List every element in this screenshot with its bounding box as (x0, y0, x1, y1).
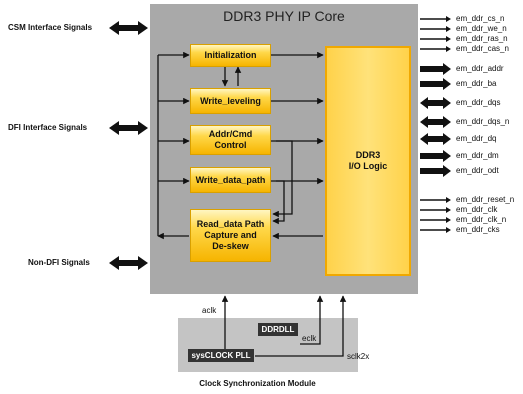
signal-arrow-em-ddr-cs-n (420, 16, 451, 22)
signal-label-em-ddr-odt: em_ddr_odt (456, 166, 499, 175)
signal-arrow-em-ddr-odt (420, 165, 451, 177)
signal-arrow-em-ddr-dm (420, 150, 451, 162)
signal-arrow-em-ddr-reset-n (420, 197, 451, 203)
dfi-interface-label: DFI Interface Signals (8, 123, 88, 132)
clock-sync-module-caption: Clock Synchronization Module (199, 379, 316, 388)
aclk-label: aclk (202, 306, 217, 315)
signal-arrow-em-ddr-ba (420, 78, 451, 90)
signal-arrow-em-ddr-dq (420, 133, 451, 145)
ddr3-io-logic-block: DDR3 I/O Logic (325, 46, 411, 276)
init-wl-link (221, 66, 242, 87)
signal-arrows (420, 16, 451, 233)
signal-arrow-em-ddr-cks (420, 227, 451, 233)
signal-label-em-ddr-cks: em_ddr_cks (456, 225, 500, 234)
signal-arrow-em-ddr-ras-n (420, 36, 451, 42)
phy-core-title: DDR3 PHY IP Core (223, 8, 345, 24)
signal-arrow-em-ddr-we-n (420, 26, 451, 32)
ddr3-io-logic-label: DDR3 I/O Logic (348, 150, 388, 171)
signal-arrow-em-ddr-clk (420, 207, 451, 213)
signal-label-em-ddr-ras-n: em_ddr_ras_n (456, 34, 508, 43)
signal-label-em-ddr-addr: em_ddr_addr (456, 64, 504, 73)
addr-cmd-control-label: Addr/Cmd Control (208, 129, 253, 150)
write-leveling-label: Write_leveling (200, 95, 261, 106)
signal-label-em-ddr-ba: em_ddr_ba (456, 79, 497, 88)
signal-label-em-ddr-dqs-n: em_ddr_dqs_n (456, 117, 510, 126)
signal-arrow-em-ddr-dqs (420, 97, 451, 109)
clock-wires (221, 295, 347, 357)
sysclock-pll-tag: sysCLOCK PLL (188, 349, 254, 362)
read-data-path-block: Read_data Path Capture and De-skew (190, 209, 271, 262)
signal-label-em-ddr-cas-n: em_ddr_cas_n (456, 44, 509, 53)
write-data-path-block: Write_data_path (190, 167, 271, 193)
ddrdll-tag: DDRDLL (258, 323, 298, 336)
addr-cmd-control-block: Addr/Cmd Control (190, 125, 271, 155)
signal-arrow-em-ddr-dqs-n (420, 116, 451, 128)
write-data-path-label: Write_data_path (195, 174, 266, 185)
initialization-label: Initialization (204, 50, 257, 60)
signal-label-em-ddr-dqs: em_ddr_dqs (456, 98, 501, 107)
csm-interface-label: CSM Interface Signals (8, 23, 93, 32)
signal-arrow-em-ddr-cas-n (420, 46, 451, 52)
signal-arrow-em-ddr-addr (420, 63, 451, 75)
signal-label-em-ddr-we-n: em_ddr_we_n (456, 24, 507, 33)
signal-label-em-ddr-dm: em_ddr_dm (456, 151, 499, 160)
internal-left-bus (157, 51, 190, 240)
signal-label-em-ddr-dq: em_ddr_dq (456, 134, 497, 143)
block-to-io-links (271, 51, 324, 240)
write-leveling-block: Write_leveling (190, 88, 271, 114)
dfi-bus-arrow (109, 121, 148, 135)
signal-label-em-ddr-clk-n: em_ddr_clk_n (456, 215, 507, 224)
sclk2x-label: sclk2x (347, 352, 370, 361)
signal-label-em-ddr-reset-n: em_ddr_reset_n (456, 195, 515, 204)
non-dfi-bus-arrow (109, 256, 148, 270)
signal-arrow-em-ddr-clk-n (420, 217, 451, 223)
eclk-label: eclk (302, 334, 317, 343)
csm-bus-arrow (109, 21, 148, 35)
read-data-path-label: Read_data Path Capture and De-skew (196, 219, 265, 251)
signal-label-em-ddr-cs-n: em_ddr_cs_n (456, 14, 505, 23)
signal-label-em-ddr-clk: em_ddr_clk (456, 205, 498, 214)
initialization-block: Initialization (190, 44, 271, 67)
non-dfi-label: Non-DFI Signals (28, 258, 90, 267)
